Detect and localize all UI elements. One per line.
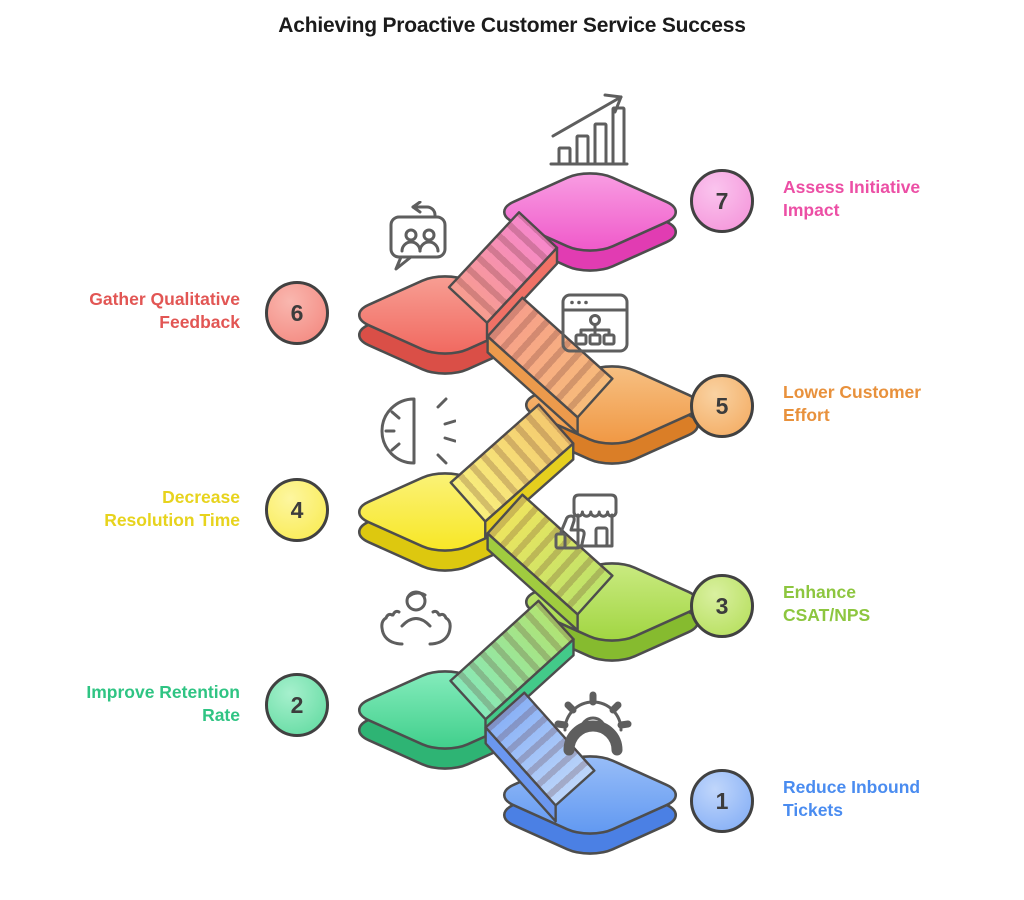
step-label-3: Enhance CSAT/NPS xyxy=(783,582,871,625)
step-badge-6: 6 xyxy=(265,281,329,345)
step-number: 7 xyxy=(715,187,729,214)
step-number: 6 xyxy=(290,299,304,326)
step-label-1: Reduce Inbound Tickets xyxy=(783,777,921,820)
step-label-5: Lower Customer Effort xyxy=(783,382,922,425)
step-badge-1: 1 xyxy=(690,769,754,833)
caring-hands-icon xyxy=(380,590,452,646)
step-label-2: Improve Retention Rate xyxy=(86,682,240,725)
step-label-4: Decrease Resolution Time xyxy=(104,487,240,530)
stairs-5-to-6 xyxy=(486,296,614,435)
step-badge-5: 5 xyxy=(690,374,754,438)
step-number: 3 xyxy=(715,592,729,619)
storefront-thumbsup-icon xyxy=(554,493,618,550)
step-badge-2: 2 xyxy=(265,673,329,737)
step-label-6: Gather Qualitative Feedback xyxy=(89,289,240,332)
step-number: 2 xyxy=(290,691,304,718)
step-number: 4 xyxy=(290,496,304,523)
stairs-3-to-4 xyxy=(486,493,614,632)
step-badge-3: 3 xyxy=(690,574,754,638)
growth-chart-icon xyxy=(549,93,629,166)
sitemap-window-icon xyxy=(561,293,629,353)
half-clock-icon xyxy=(380,397,456,465)
stairs-1-to-2 xyxy=(484,691,596,823)
feedback-chat-icon xyxy=(389,201,447,271)
platform-step-7 xyxy=(491,167,689,276)
page-title: Achieving Proactive Customer Service Suc… xyxy=(278,14,746,37)
step-badge-7: 7 xyxy=(690,169,754,233)
gear-handset-icon xyxy=(554,691,632,756)
step-badge-4: 4 xyxy=(265,478,329,542)
step-number: 5 xyxy=(715,392,729,419)
step-label-7: Assess Initiative Impact xyxy=(783,177,921,220)
step-number: 1 xyxy=(715,787,729,814)
